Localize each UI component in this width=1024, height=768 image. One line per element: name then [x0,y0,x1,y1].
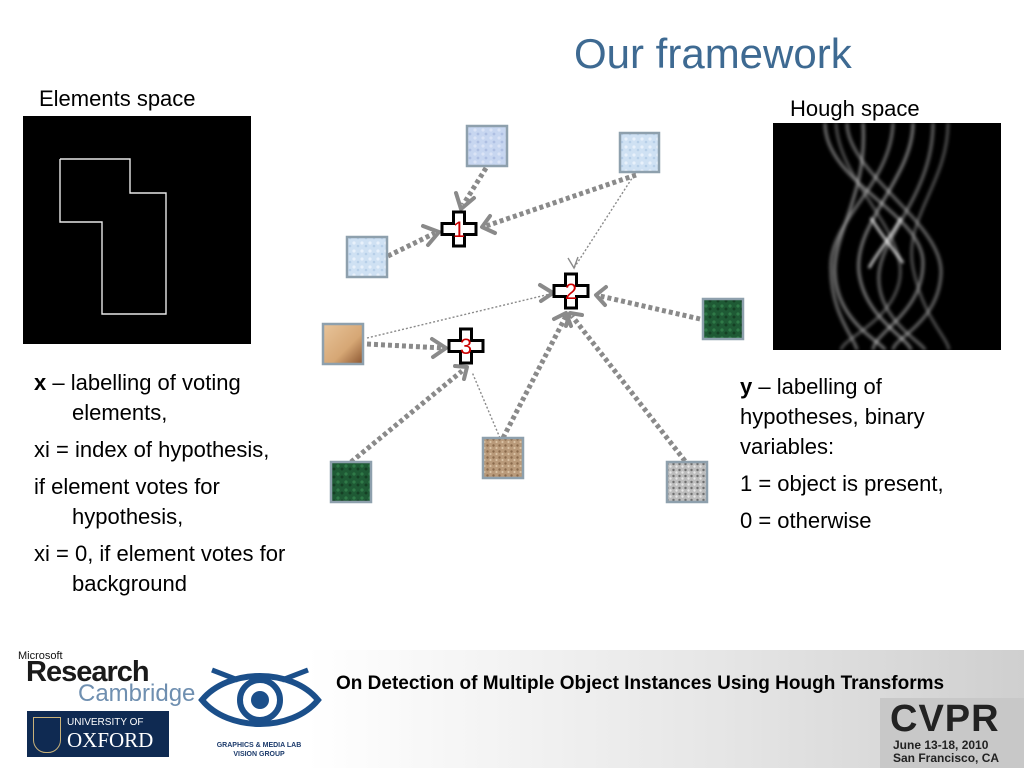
voting-element-patch [618,131,661,174]
hypothesis-number: 2 [565,279,577,304]
xi-votes-line: if element votes for hypothesis, [34,474,220,529]
voting-element-patch [345,235,389,279]
cvpr-dates: June 13-18, 2010 [893,738,989,752]
y-description: – labelling of hypotheses, binary variab… [740,374,925,459]
x-labelling-description: x – labelling of voting elements, xi = i… [34,368,334,606]
arrowhead [480,214,497,235]
gml-line2: VISION GROUP [233,751,285,758]
otherwise-line: 0 = otherwise [740,508,872,533]
voting-diagram: 1 2 3 [321,124,745,504]
hypothesis-3: 3 [447,327,485,365]
cvpr-location: San Francisco, CA [893,751,1000,765]
vote-arrow [349,369,464,464]
x-symbol: x [34,370,47,395]
vote-arrow [485,172,637,229]
arrowhead [564,311,584,328]
oxford-crest-icon [33,717,61,753]
vote-arrow [570,314,687,463]
xi-background-line: xi = 0, if element votes for background [34,541,286,596]
vote-arrow-thin [471,371,501,439]
vote-arrow-thin [573,171,637,269]
arrowhead [430,337,448,359]
oxford-university-text: UNIVERSITY OF [67,717,144,728]
vote-arrow [599,293,701,322]
arrowhead [594,285,608,307]
hypothesis-cross-icon [552,272,590,310]
voting-element-patch [665,460,709,504]
hypothesis-1: 1 [440,210,478,248]
object-present-line: 1 = object is present, [740,471,944,496]
arrowhead [538,283,555,303]
arrowhead-thin [567,256,579,270]
hypothesis-cross-icon [447,327,485,365]
vote-arrow [386,230,437,259]
vote-arrow-thin [366,293,551,339]
footer-bar [0,650,1024,768]
research-logo-text: Research [26,656,150,688]
vote-arrow [500,314,569,440]
voting-element-patch [321,322,365,366]
voting-element-patch [701,297,745,341]
y-symbol: y [740,374,753,399]
y-labelling-description: y – labelling of hypotheses, binary vari… [740,372,1000,543]
cambridge-logo-text: Cambridge [78,680,196,707]
gml-caption: GRAPHICS & MEDIA LAB VISION GROUP [204,741,314,759]
voting-element-patch [481,436,525,480]
hypothesis-cross-icon [440,210,478,248]
voting-element-patch [329,460,373,504]
microsoft-logo-text: Microsoft [18,650,63,662]
hypothesis-number: 1 [453,217,465,242]
hough-space-image [773,123,1001,350]
cvpr-logo-text: CVPR [890,698,1000,740]
paper-title: On Detection of Multiple Object Instance… [336,673,945,694]
graphics-media-lab-eye-icon [198,667,322,727]
cvpr-logo-bg [880,698,1024,768]
voting-element-patch [465,124,509,168]
oxford-text: OXFORD [67,728,154,752]
hypothesis-2: 2 [552,272,590,310]
oxford-logo: UNIVERSITY OF OXFORD [27,711,169,757]
arrowhead [421,224,441,247]
hough-space-label: Hough space [790,96,920,121]
elements-space-label: Elements space [39,86,196,111]
hypothesis-number: 3 [460,334,472,359]
gml-line1: GRAPHICS & MEDIA LAB [216,742,302,749]
vote-arrow [460,166,489,207]
slide-title: Our framework [574,30,852,77]
x-description: – labelling of voting elements, [46,370,241,425]
arrowhead [453,364,469,381]
elements-space-image [23,116,251,344]
vote-arrow [366,341,444,351]
xi-index-line: xi = index of hypothesis, [34,437,270,462]
arrowhead [454,191,476,211]
